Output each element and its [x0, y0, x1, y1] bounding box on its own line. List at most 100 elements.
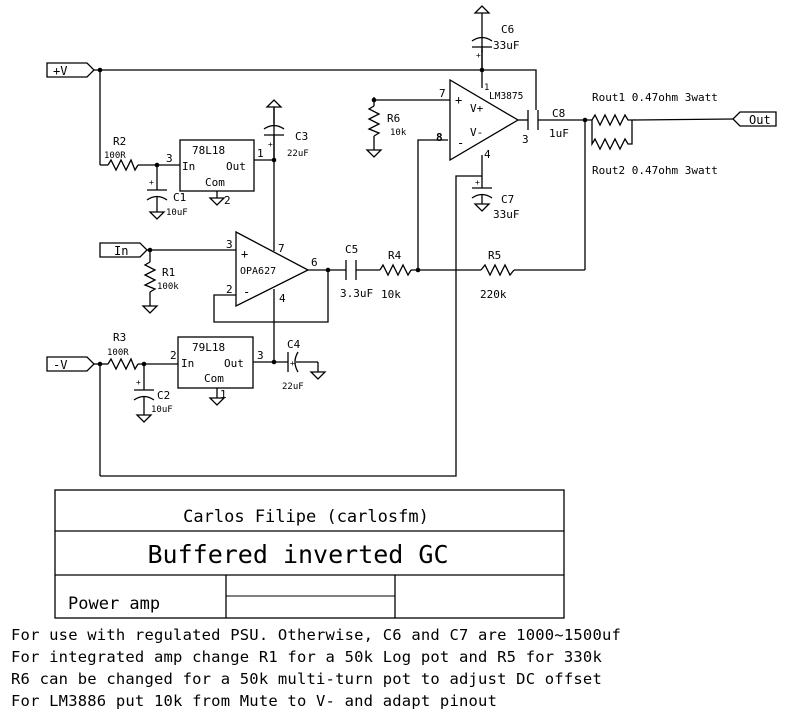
- svg-text:1: 1: [257, 147, 264, 160]
- svg-text:+: +: [455, 93, 462, 107]
- svg-text:Out: Out: [224, 357, 244, 370]
- capacitor-c1: + C1 10uF: [146, 178, 188, 220]
- schematic-subtitle: Power amp: [68, 594, 160, 614]
- resistor-r4: R4 10k: [379, 249, 412, 301]
- svg-text:1: 1: [484, 83, 489, 93]
- resistor-rout1: Rout1 0.47ohm 3watt: [585, 91, 718, 127]
- note-line-2: For integrated amp change R1 for a 50k L…: [11, 648, 602, 666]
- capacitor-c2: + C2 10uF: [133, 378, 173, 423]
- svg-text:6: 6: [311, 256, 318, 269]
- svg-text:3: 3: [226, 238, 233, 251]
- svg-text:1: 1: [220, 388, 227, 401]
- regulator-79l18: 79L18 In Out Com 2 3 1: [170, 336, 264, 401]
- svg-text:Out: Out: [226, 160, 246, 173]
- svg-text:+: +: [476, 51, 481, 60]
- svg-text:+: +: [268, 140, 273, 149]
- capacitor-c4: + C4 22uF: [282, 338, 327, 392]
- svg-text:10uF: 10uF: [166, 208, 188, 218]
- svg-text:79L18: 79L18: [192, 341, 225, 354]
- port-vminus: -V: [46, 356, 95, 372]
- svg-text:7: 7: [439, 87, 446, 100]
- junctions: [97, 67, 588, 367]
- svg-text:C6: C6: [501, 23, 514, 36]
- svg-text:2: 2: [170, 349, 177, 362]
- port-output-label: Out: [749, 113, 771, 127]
- svg-text:10k: 10k: [381, 288, 401, 301]
- svg-text:-: -: [457, 136, 464, 150]
- svg-text:4: 4: [484, 148, 491, 161]
- svg-text:R2: R2: [113, 135, 126, 148]
- svg-text:Rout1 0.47ohm 3watt: Rout1 0.47ohm 3watt: [592, 91, 718, 104]
- svg-text:33uF: 33uF: [493, 208, 520, 221]
- svg-text:C2: C2: [157, 389, 170, 402]
- note-line-3: R6 can be changed for a 50k multi-turn p…: [11, 670, 602, 688]
- svg-text:100R: 100R: [107, 348, 129, 358]
- port-input-label: In: [114, 244, 128, 258]
- svg-text:+: +: [136, 378, 141, 387]
- resistor-r2: R2 100R: [104, 135, 139, 172]
- svg-text:In: In: [181, 357, 194, 370]
- svg-text:22uF: 22uF: [287, 149, 309, 159]
- svg-text:+: +: [149, 178, 154, 187]
- port-input: In: [99, 242, 148, 258]
- capacitor-c8: C8 1uF: [527, 107, 569, 140]
- regulator-78l18: 78L18 In Out Com 3 1 2: [166, 139, 264, 207]
- svg-text:C3: C3: [295, 130, 308, 143]
- svg-text:In: In: [182, 160, 195, 173]
- svg-text:2: 2: [224, 194, 231, 207]
- capacitor-c7: + C7 33uF: [471, 178, 520, 221]
- resistor-r6: R6 10k: [367, 105, 407, 138]
- schematic-title: Buffered inverted GC: [147, 540, 448, 569]
- port-vminus-label: -V: [53, 358, 67, 372]
- svg-text:+: +: [290, 359, 295, 368]
- svg-text:R5: R5: [488, 249, 501, 262]
- svg-text:C5: C5: [345, 243, 358, 256]
- svg-text:C8: C8: [552, 107, 565, 120]
- svg-text:R3: R3: [113, 331, 126, 344]
- svg-text:Com: Com: [204, 372, 224, 385]
- opamp-opa627: + - OPA627 3 2 7 6 4: [226, 230, 318, 308]
- svg-text:V+: V+: [470, 102, 484, 115]
- port-vplus-label: +V: [53, 64, 67, 78]
- svg-text:10uF: 10uF: [151, 405, 173, 415]
- svg-text:OPA627: OPA627: [240, 266, 276, 277]
- svg-text:22uF: 22uF: [282, 382, 304, 392]
- note-line-4: For LM3886 put 10k from Mute to V- and a…: [11, 692, 498, 710]
- svg-text:33uF: 33uF: [493, 39, 520, 52]
- svg-text:R4: R4: [388, 249, 402, 262]
- svg-text:C1: C1: [173, 191, 186, 204]
- svg-text:Com: Com: [205, 176, 225, 189]
- resistor-r3: R3 100R: [107, 331, 139, 371]
- power-amp-lm3875: + - V+ V- LM3875 7 8 1 4 3: [436, 78, 529, 162]
- svg-text:1uF: 1uF: [549, 127, 569, 140]
- svg-text:R1: R1: [162, 266, 175, 279]
- svg-text:7: 7: [278, 242, 285, 255]
- svg-text:3.3uF: 3.3uF: [340, 287, 373, 300]
- svg-text:Rout2 0.47ohm 3watt: Rout2 0.47ohm 3watt: [592, 164, 718, 177]
- port-vplus: +V: [46, 62, 95, 78]
- svg-text:10k: 10k: [390, 128, 407, 138]
- note-line-1: For use with regulated PSU. Otherwise, C…: [11, 626, 622, 644]
- svg-text:C4: C4: [287, 338, 301, 351]
- svg-text:-: -: [243, 285, 250, 299]
- svg-text:+: +: [475, 178, 480, 187]
- capacitor-c5: C5 3.3uF: [340, 243, 373, 300]
- svg-text:+: +: [241, 247, 248, 261]
- svg-text:C7: C7: [501, 193, 514, 206]
- svg-text:100k: 100k: [157, 282, 179, 292]
- svg-text:220k: 220k: [480, 288, 507, 301]
- svg-text:R6: R6: [387, 112, 400, 125]
- svg-text:3: 3: [257, 349, 264, 362]
- capacitor-c6: + C6 33uF: [471, 5, 520, 60]
- resistor-rout2: Rout2 0.47ohm 3watt: [591, 120, 718, 177]
- title-block: Carlos Filipe (carlosfm) Buffered invert…: [54, 489, 565, 619]
- svg-text:2: 2: [226, 283, 233, 296]
- svg-text:3: 3: [522, 133, 529, 146]
- resistor-r1: R1 100k: [143, 261, 179, 293]
- ground-symbols: [141, 149, 383, 406]
- svg-text:78L18: 78L18: [192, 144, 225, 157]
- svg-text:4: 4: [279, 292, 286, 305]
- resistor-r5: R5 220k: [480, 249, 515, 301]
- author-label: Carlos Filipe (carlosfm): [183, 507, 429, 527]
